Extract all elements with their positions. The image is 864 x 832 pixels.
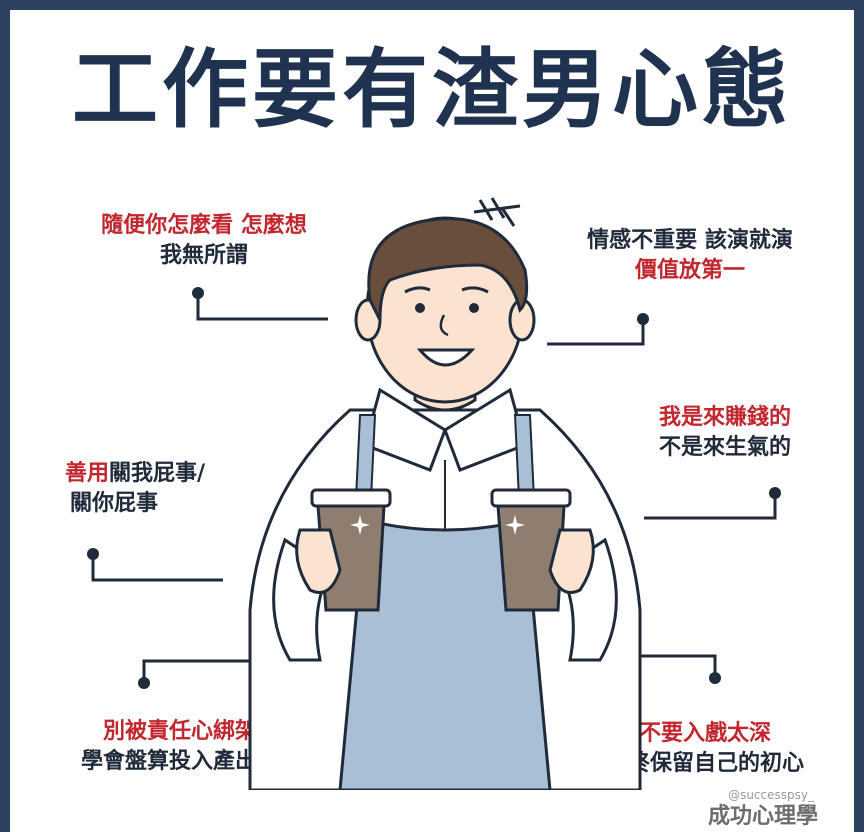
- tip-3-rest: 關我屁事/: [109, 460, 206, 486]
- connector-2: [547, 313, 649, 346]
- cup-right-icon: [490, 488, 572, 612]
- tip-5-line1: 別被責任心綁架: [102, 718, 257, 744]
- smile: [416, 348, 476, 367]
- sparkle-icon: [473, 197, 521, 227]
- tip-4-line1: 我是來賺錢的: [658, 404, 791, 430]
- connector-3: [87, 548, 223, 582]
- tip-5: 別被責任心綁架 學會盤算投入產出比: [40, 716, 320, 776]
- tip-3-highlight: 善用: [65, 460, 110, 486]
- tip-1: 隨便你怎麼看 怎麼想 我無所謂: [64, 210, 344, 270]
- tip-2: 情感不重要 該演就演 價值放第一: [540, 225, 840, 285]
- tip-2-line2: 價值放第一: [634, 257, 745, 283]
- page-title: 工作要有渣男心態: [72, 40, 792, 140]
- watermark-brand: 成功心理學: [707, 803, 818, 829]
- watermark-handle: @successpsy_: [728, 788, 814, 802]
- hair: [367, 217, 529, 321]
- tip-3-line1: 善用關我屁事/: [65, 458, 295, 488]
- tip-6-line1: 不要入戲太深: [638, 720, 771, 746]
- tip-2-line1: 情感不重要 該演就演: [587, 227, 793, 253]
- tip-5-line2: 學會盤算投入產出比: [80, 748, 279, 774]
- tip-4: 我是來賺錢的 不是來生氣的: [610, 402, 840, 462]
- tip-4-line2: 不是來生氣的: [658, 434, 791, 460]
- man-illustration: [248, 197, 642, 790]
- connector-5: [138, 659, 284, 689]
- tip-3: 善用關我屁事/ 關你屁事: [65, 458, 295, 518]
- tip-1-line2: 我無所謂: [159, 242, 248, 268]
- tip-3-line2: 關你屁事: [70, 490, 159, 516]
- connector-4: [644, 487, 781, 520]
- connector-1: [192, 287, 328, 321]
- tip-1-line1: 隨便你怎麼看 怎麼想: [101, 212, 307, 238]
